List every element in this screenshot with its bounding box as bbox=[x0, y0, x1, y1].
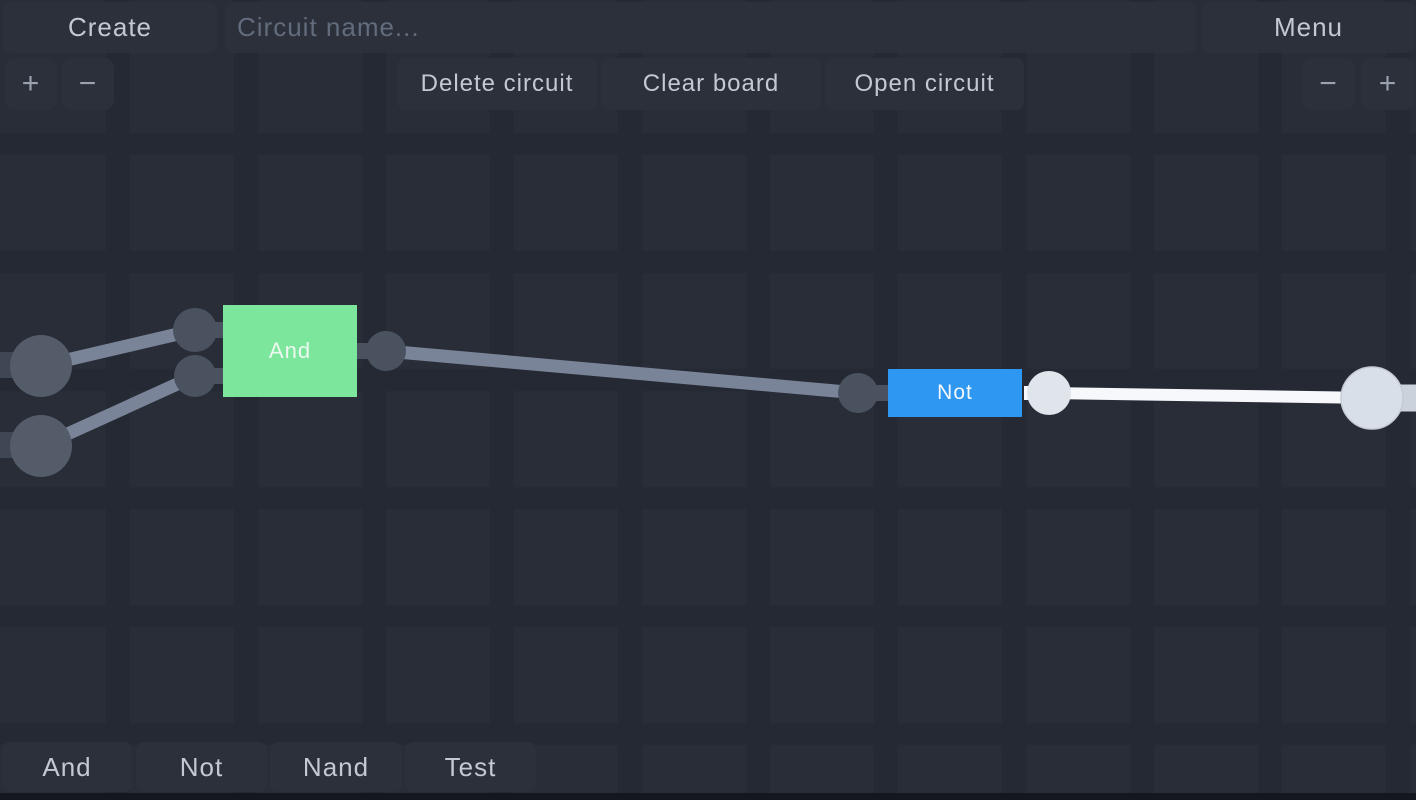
palette-not-button[interactable]: Not bbox=[136, 742, 267, 792]
clear-board-button[interactable]: Clear board bbox=[601, 58, 821, 110]
not-output-port[interactable] bbox=[1027, 371, 1071, 415]
zoom-in-button-left[interactable]: + bbox=[5, 58, 57, 110]
input-switch-node-2[interactable] bbox=[10, 415, 72, 477]
and-gate-label: And bbox=[268, 338, 312, 363]
circuit-name-input[interactable] bbox=[225, 2, 1196, 53]
wire-not-to-output bbox=[1043, 387, 1378, 404]
and-input-port-2[interactable] bbox=[174, 355, 216, 397]
zoom-out-button-left[interactable]: − bbox=[62, 58, 114, 110]
zoom-out-button-right[interactable]: − bbox=[1302, 58, 1355, 110]
wire-and-to-not bbox=[379, 344, 865, 400]
open-circuit-button[interactable]: Open circuit bbox=[825, 58, 1024, 110]
create-button[interactable]: Create bbox=[3, 2, 217, 53]
output-node[interactable] bbox=[1340, 366, 1404, 430]
palette-and-button[interactable]: And bbox=[2, 742, 132, 792]
palette-nand-button[interactable]: Nand bbox=[270, 742, 402, 792]
input-switch-node-1[interactable] bbox=[10, 335, 72, 397]
and-output-port[interactable] bbox=[366, 331, 406, 371]
and-gate[interactable]: And bbox=[223, 305, 357, 397]
palette-test-button[interactable]: Test bbox=[405, 742, 536, 792]
delete-circuit-button[interactable]: Delete circuit bbox=[397, 58, 597, 110]
menu-button[interactable]: Menu bbox=[1202, 2, 1415, 53]
not-gate-label: Not bbox=[937, 381, 973, 404]
bottom-edge-strip bbox=[0, 793, 1416, 800]
not-gate[interactable]: Not bbox=[888, 369, 1022, 417]
zoom-in-button-right[interactable]: + bbox=[1361, 58, 1415, 110]
not-input-port[interactable] bbox=[838, 373, 878, 413]
and-input-port-1[interactable] bbox=[173, 308, 217, 352]
